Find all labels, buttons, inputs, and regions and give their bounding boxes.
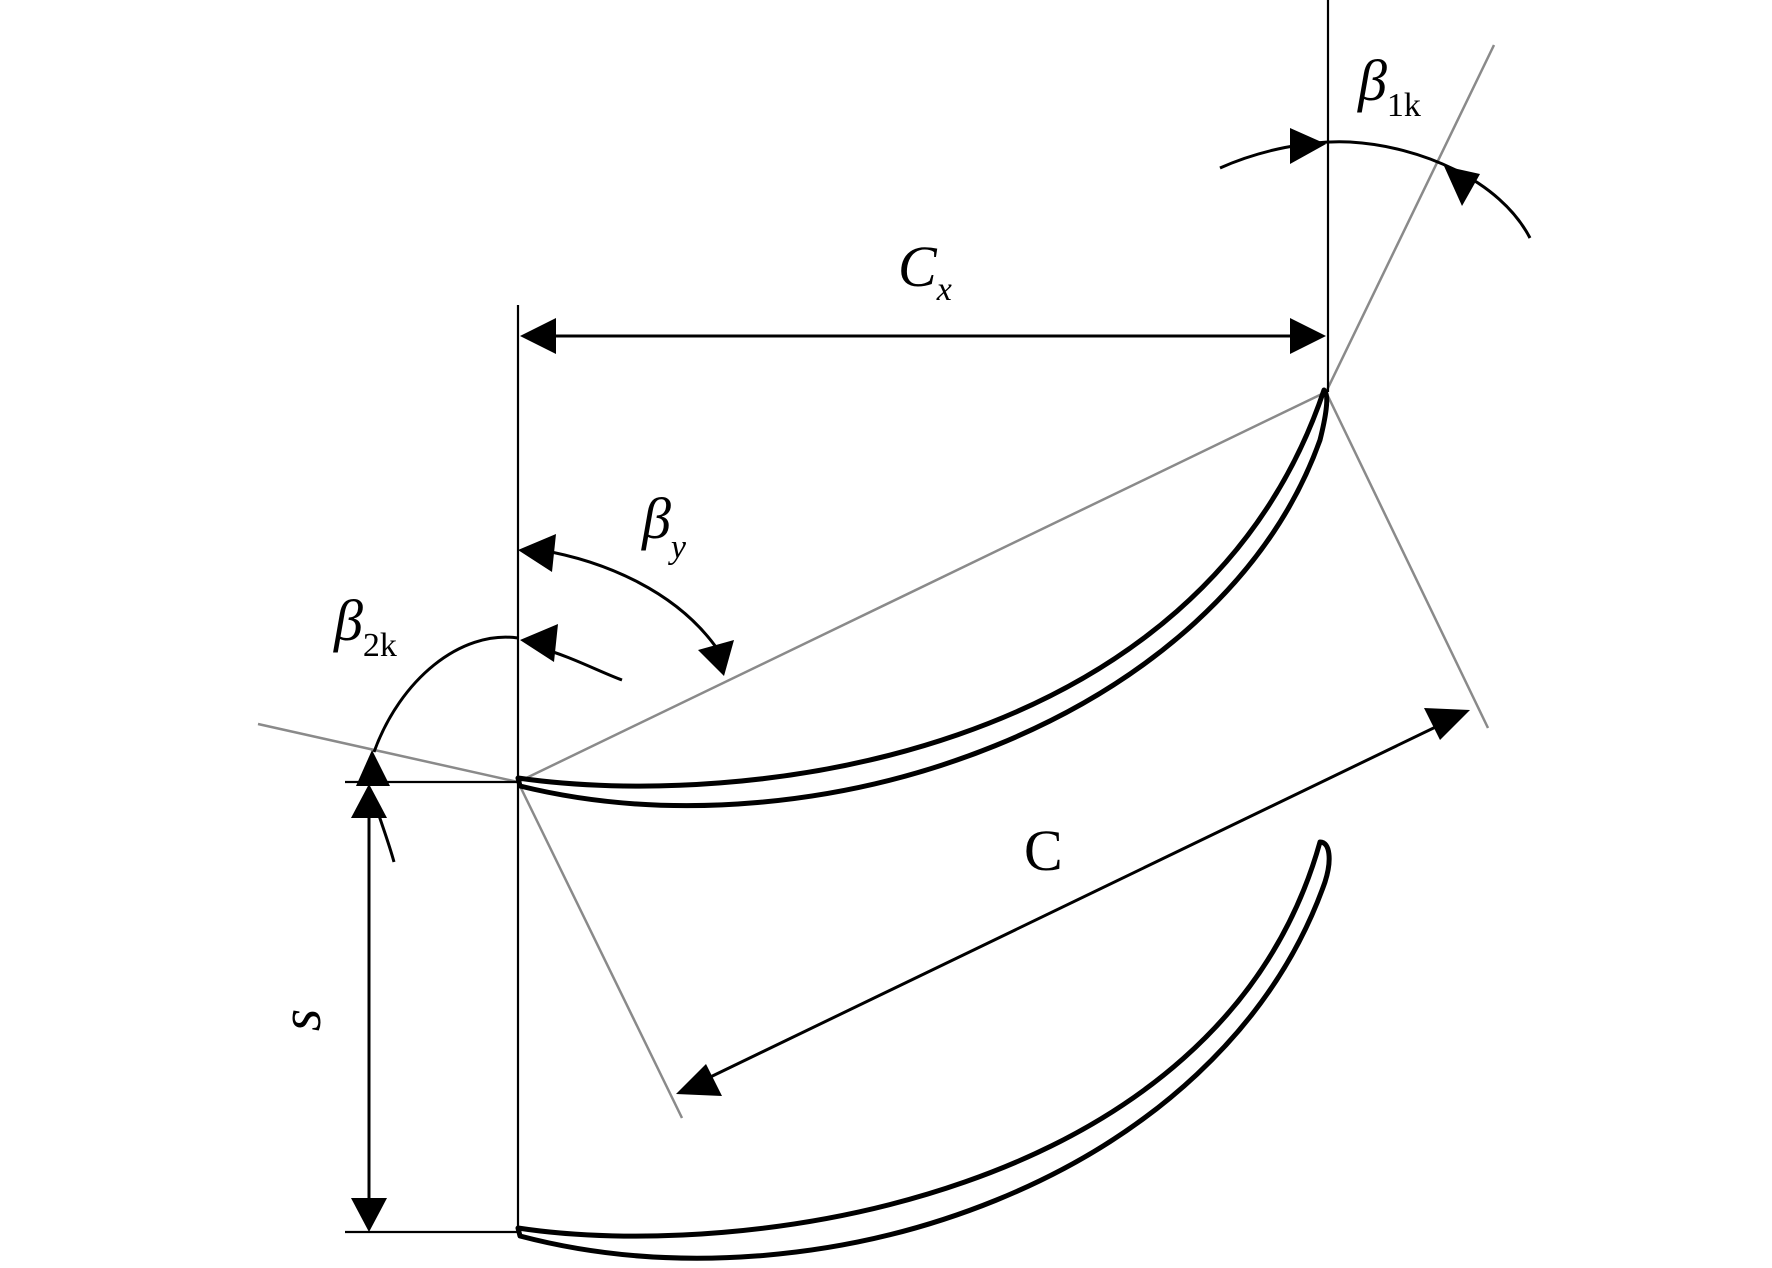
arc-arrowheads [356, 128, 1480, 786]
lower-blade-profile [515, 839, 1332, 1261]
beta-y-arrow-start [518, 534, 556, 572]
beta-2k-label: β2k [333, 588, 397, 664]
construction-lines [257, 44, 1496, 1119]
s-dimension [351, 784, 387, 1232]
c-label: C [1024, 818, 1063, 883]
inlet-angle-line [1324, 44, 1496, 393]
beta-2k-arc-lower-tail [372, 799, 396, 863]
beta-2k-lower-arrow [356, 750, 390, 786]
blades [515, 387, 1332, 1261]
beta-1k-arc [1219, 140, 1532, 239]
beta-y-label: βy [641, 486, 687, 566]
beta-2k-arrow [520, 624, 558, 662]
reference-lines [345, 0, 1330, 1234]
beta-1k-arrow-right [1444, 166, 1480, 206]
cx-arrow-left [520, 318, 556, 354]
cx-label: Cx [898, 234, 952, 308]
angle-arcs [372, 140, 1532, 863]
c-arrow-upper [1424, 708, 1470, 740]
cx-arrow-right [1290, 318, 1326, 354]
upper-blade-profile [515, 387, 1330, 809]
labels: Cx C s βy β1k β2k [268, 48, 1421, 1031]
chord-line [517, 390, 1327, 784]
beta-y-arc [539, 548, 724, 657]
c-arrow-lower [676, 1064, 722, 1096]
outlet-angle-line [257, 722, 519, 784]
s-arrow-bottom [351, 1198, 387, 1232]
c-dimension [676, 708, 1470, 1096]
beta-2k-arc [372, 635, 519, 753]
leading-edge-normal-line [1324, 391, 1490, 729]
cx-dimension [520, 318, 1326, 354]
trailing-edge-normal-line [516, 781, 684, 1119]
beta-y-arrow-end [698, 640, 734, 676]
beta-1k-label: β1k [1357, 48, 1421, 124]
s-label: s [268, 1009, 333, 1032]
s-arrow-top [351, 784, 387, 818]
beta-1k-arrow-left [1290, 128, 1326, 164]
